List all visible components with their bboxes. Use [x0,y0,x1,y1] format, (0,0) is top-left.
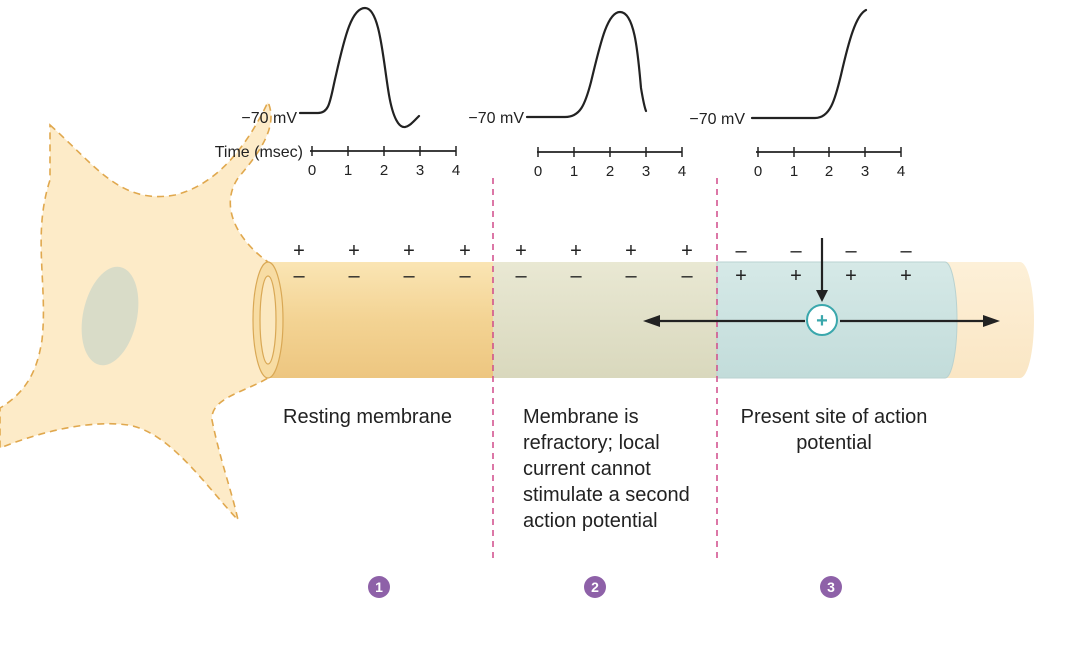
charge-positive: + [735,265,747,287]
tick-label: 4 [452,162,460,179]
charge-positive: + [845,265,857,287]
current-arrowhead-right [983,315,1000,327]
axon-lumen [259,275,277,365]
tick-label: 2 [380,162,388,179]
charge-positive: + [625,240,637,262]
charge-positive: + [570,240,582,262]
voltage-label-2: −70 mV [468,110,524,127]
trace-2: −70 mV 0 1 2 3 4 [468,10,686,180]
time-axis-label: Time (msec) [215,144,303,161]
charge-negative: – [900,240,912,262]
influx-arrowhead [816,290,828,302]
tick-label: 4 [678,163,686,180]
time-axis-1 [310,146,457,156]
tick-label: 0 [308,162,316,179]
tick-label: 1 [344,162,352,179]
charge-positive: + [900,265,912,287]
charge-positive: + [293,240,305,262]
charge-positive: + [348,240,360,262]
tick-label: 3 [642,163,650,180]
trace-3: −70 mV 0 1 2 3 4 [689,8,905,180]
time-axis-3 [756,147,902,157]
tick-label: 3 [861,163,869,180]
region-3-label: Present site of action potential [740,406,928,454]
charge-positive: + [515,240,527,262]
voltage-label-1: −70 mV [241,110,297,127]
charge-positive: + [681,240,693,262]
positive-ion-symbol: + [816,310,828,332]
tick-label: 1 [790,163,798,180]
tick-label: 3 [416,162,424,179]
voltage-label-3: −70 mV [689,111,745,128]
local-current-arrows: + [643,238,1000,336]
tick-label: 4 [897,163,905,180]
inner-charges: – – – – – – – – + + + + [293,265,911,287]
charge-negative: – [515,265,527,287]
region-2-label: Membrane is refractory; local current ca… [523,406,690,532]
tick-label: 2 [825,163,833,180]
trace-1: −70 mV Time (msec) 0 1 2 3 4 [215,6,460,179]
region-2-badge: 2 [584,576,606,598]
charge-positive: + [403,240,415,262]
region-3-badge: 3 [820,576,842,598]
charge-negative: – [293,265,305,287]
current-arrowhead-left [643,315,660,327]
region-1-label: Resting membrane [283,406,452,428]
charge-negative: – [735,240,747,262]
trace-1-curve [298,6,421,129]
charge-negative: – [403,265,415,287]
axon-resting-segment [266,262,493,378]
region-1-badge: 1 [368,576,390,598]
trace-2-curve [525,10,648,119]
charge-positive: + [459,240,471,262]
tick-label: 1 [570,163,578,180]
time-axis-2 [537,147,683,157]
charge-negative: – [459,265,471,287]
charge-negative: – [348,265,360,287]
charge-negative: – [681,265,693,287]
charge-negative: – [570,265,582,287]
charge-negative: – [845,240,857,262]
charge-negative: – [790,240,802,262]
charge-positive: + [790,265,802,287]
positive-ion-marker [806,304,838,336]
nucleus [81,266,139,366]
tick-label: 0 [534,163,542,180]
tick-label: 0 [754,163,762,180]
tick-label: 2 [606,163,614,180]
charge-negative: – [625,265,637,287]
trace-3-curve [750,8,868,120]
outer-charges: + + + + + + + + – – – – [293,240,912,262]
